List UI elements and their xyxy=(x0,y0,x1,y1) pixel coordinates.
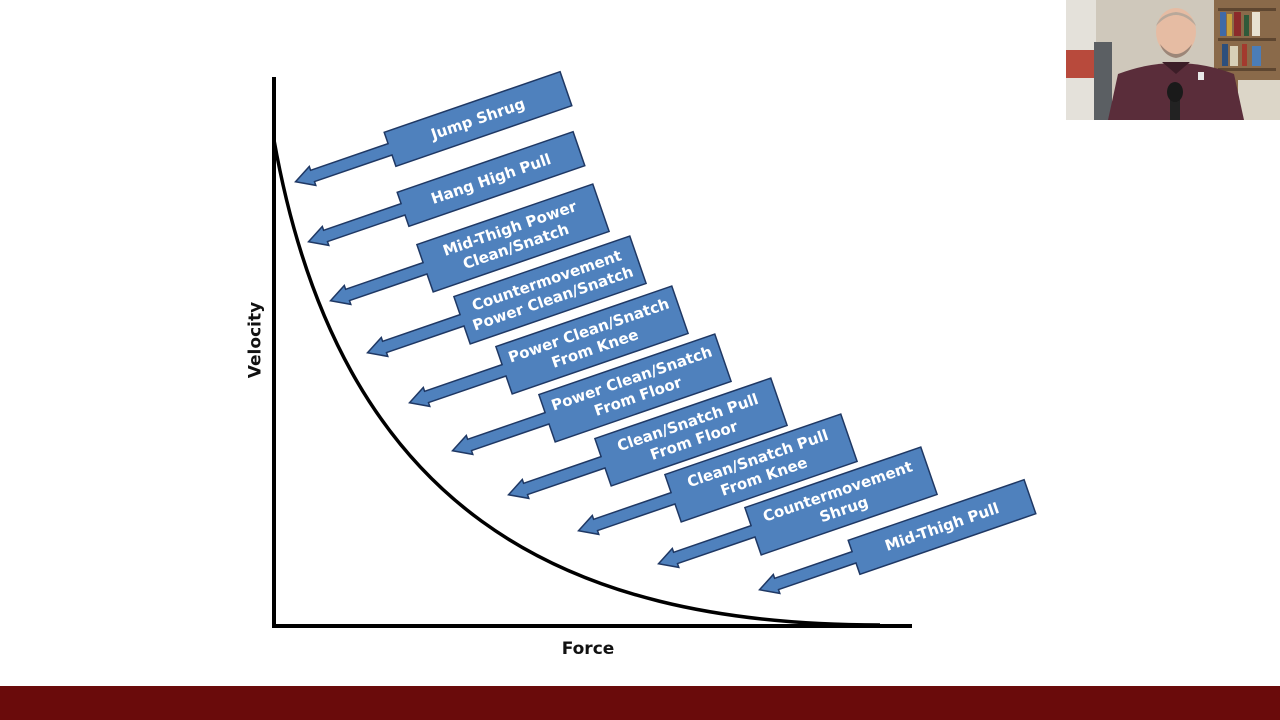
x-axis-title: Force xyxy=(561,639,615,659)
callout-arrow-clean-snatch-pull-from-knee xyxy=(577,413,859,536)
callouts-layer xyxy=(294,70,1037,595)
force-velocity-curve xyxy=(272,139,881,627)
callout-arrow-power-clean-snatch-from-floor xyxy=(451,333,733,456)
force-velocity-diagram xyxy=(272,70,1037,628)
footer-bar xyxy=(0,686,1280,720)
person-webcam-icon xyxy=(1066,0,1280,120)
y-axis-title: Velocity xyxy=(245,301,266,379)
callout-arrow-mid-thigh-power-clean-snatch xyxy=(329,183,611,306)
callout-arrow-power-clean-snatch-from-knee xyxy=(408,285,690,408)
callout-arrow-countermovement-shrug xyxy=(657,446,939,569)
callout-arrow-countermovement-power-clean-snatch xyxy=(366,235,648,358)
callout-arrow-clean-snatch-pull-from-floor xyxy=(507,377,789,500)
callout-arrow-jump-shrug xyxy=(294,70,573,187)
callout-arrow-mid-thigh-pull xyxy=(758,478,1037,595)
webcam-overlay xyxy=(1066,0,1280,120)
callout-arrow-hang-high-pull xyxy=(307,130,586,247)
slide: Jump Shrug Hang High Pull Mid-Thigh Powe… xyxy=(245,70,1037,659)
